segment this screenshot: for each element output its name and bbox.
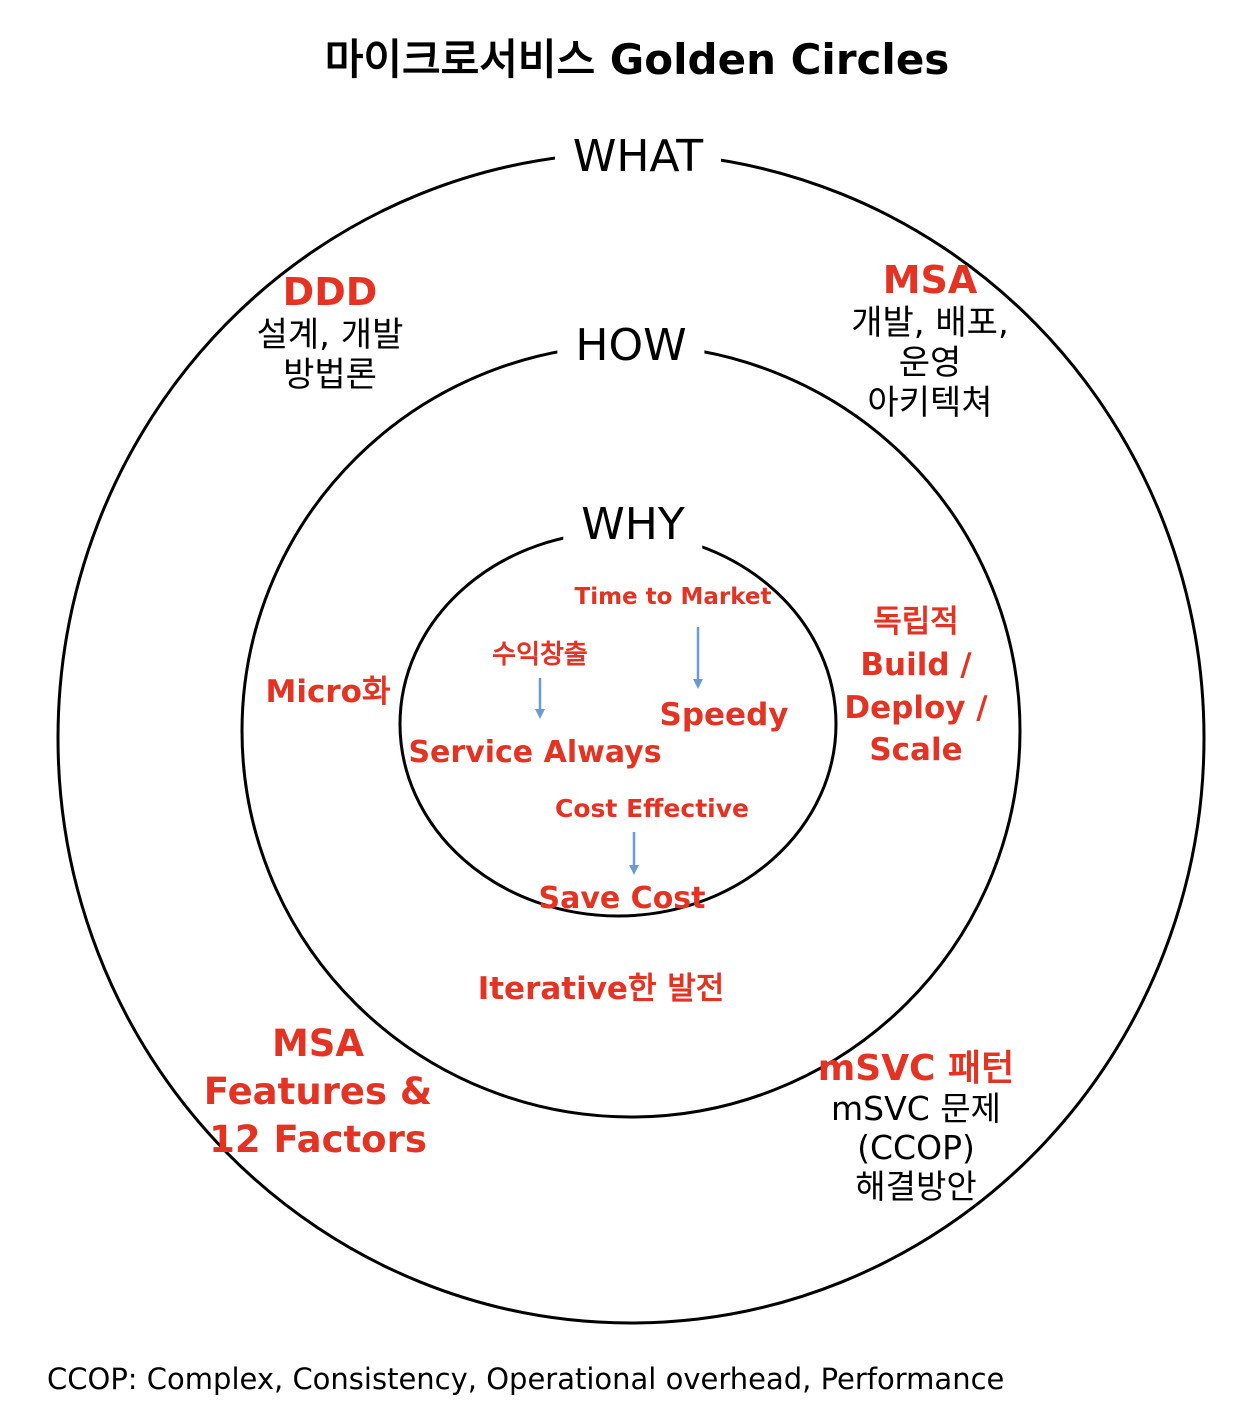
ddd-heading: DDD	[282, 270, 378, 314]
msvc-pattern-heading: mSVC 패턴	[817, 1048, 1015, 1089]
ddd-block: DDD 설계, 개발 방법론	[257, 270, 404, 395]
independent-line-1: 독립적	[873, 604, 959, 640]
independent-block: 독립적 Build / Deploy / Scale	[844, 601, 987, 772]
ccop-footnote: CCOP: Complex, Consistency, Operational …	[47, 1362, 1005, 1396]
msa-features-block: MSA Features & 12 Factors	[204, 1020, 432, 1164]
cost-effective-label: Cost Effective	[555, 794, 749, 823]
revenue-label: 수익창출	[492, 640, 588, 670]
independent-line-3: Deploy /	[844, 689, 988, 726]
independent-line-2: Build /	[860, 646, 972, 683]
speedy-label: Speedy	[659, 697, 789, 733]
save-cost-label: Save Cost	[538, 881, 706, 916]
why-label: WHY	[563, 499, 703, 550]
msa-line-2: 운영	[898, 342, 962, 383]
independent-line-4: Scale	[869, 732, 963, 769]
msvc-pattern-line-3: 해결방안	[855, 1167, 977, 1207]
msa-architecture-block: MSA 개발, 배포, 운영 아키텍쳐	[851, 258, 1009, 423]
diagram-title: 마이크로서비스 Golden Circles	[324, 35, 950, 84]
msvc-pattern-block: mSVC 패턴 mSVC 문제 (CCOP) 해결방안	[818, 1048, 1015, 1207]
msa-features-line-3: 12 Factors	[209, 1118, 427, 1162]
micro-label: Micro화	[265, 674, 391, 710]
ddd-line-1: 설계, 개발	[256, 314, 404, 355]
how-label: HOW	[557, 320, 705, 371]
msa-features-line-1: MSA	[271, 1022, 365, 1065]
msvc-pattern-line-1: mSVC 문제	[831, 1089, 1001, 1129]
ddd-line-2: 방법론	[283, 354, 377, 395]
time-to-market-label: Time to Market	[574, 584, 772, 610]
what-label: WHAT	[554, 131, 722, 182]
service-always-label: Service Always	[408, 735, 662, 770]
msa-features-line-2: Features &	[203, 1070, 433, 1114]
msvc-pattern-line-2: (CCOP)	[857, 1128, 975, 1168]
iterative-label: Iterative한 발전	[477, 971, 725, 1007]
msa-heading: MSA	[882, 258, 978, 302]
msa-line-3: 아키텍쳐	[867, 383, 993, 424]
msa-line-1: 개발, 배포,	[851, 302, 1009, 343]
